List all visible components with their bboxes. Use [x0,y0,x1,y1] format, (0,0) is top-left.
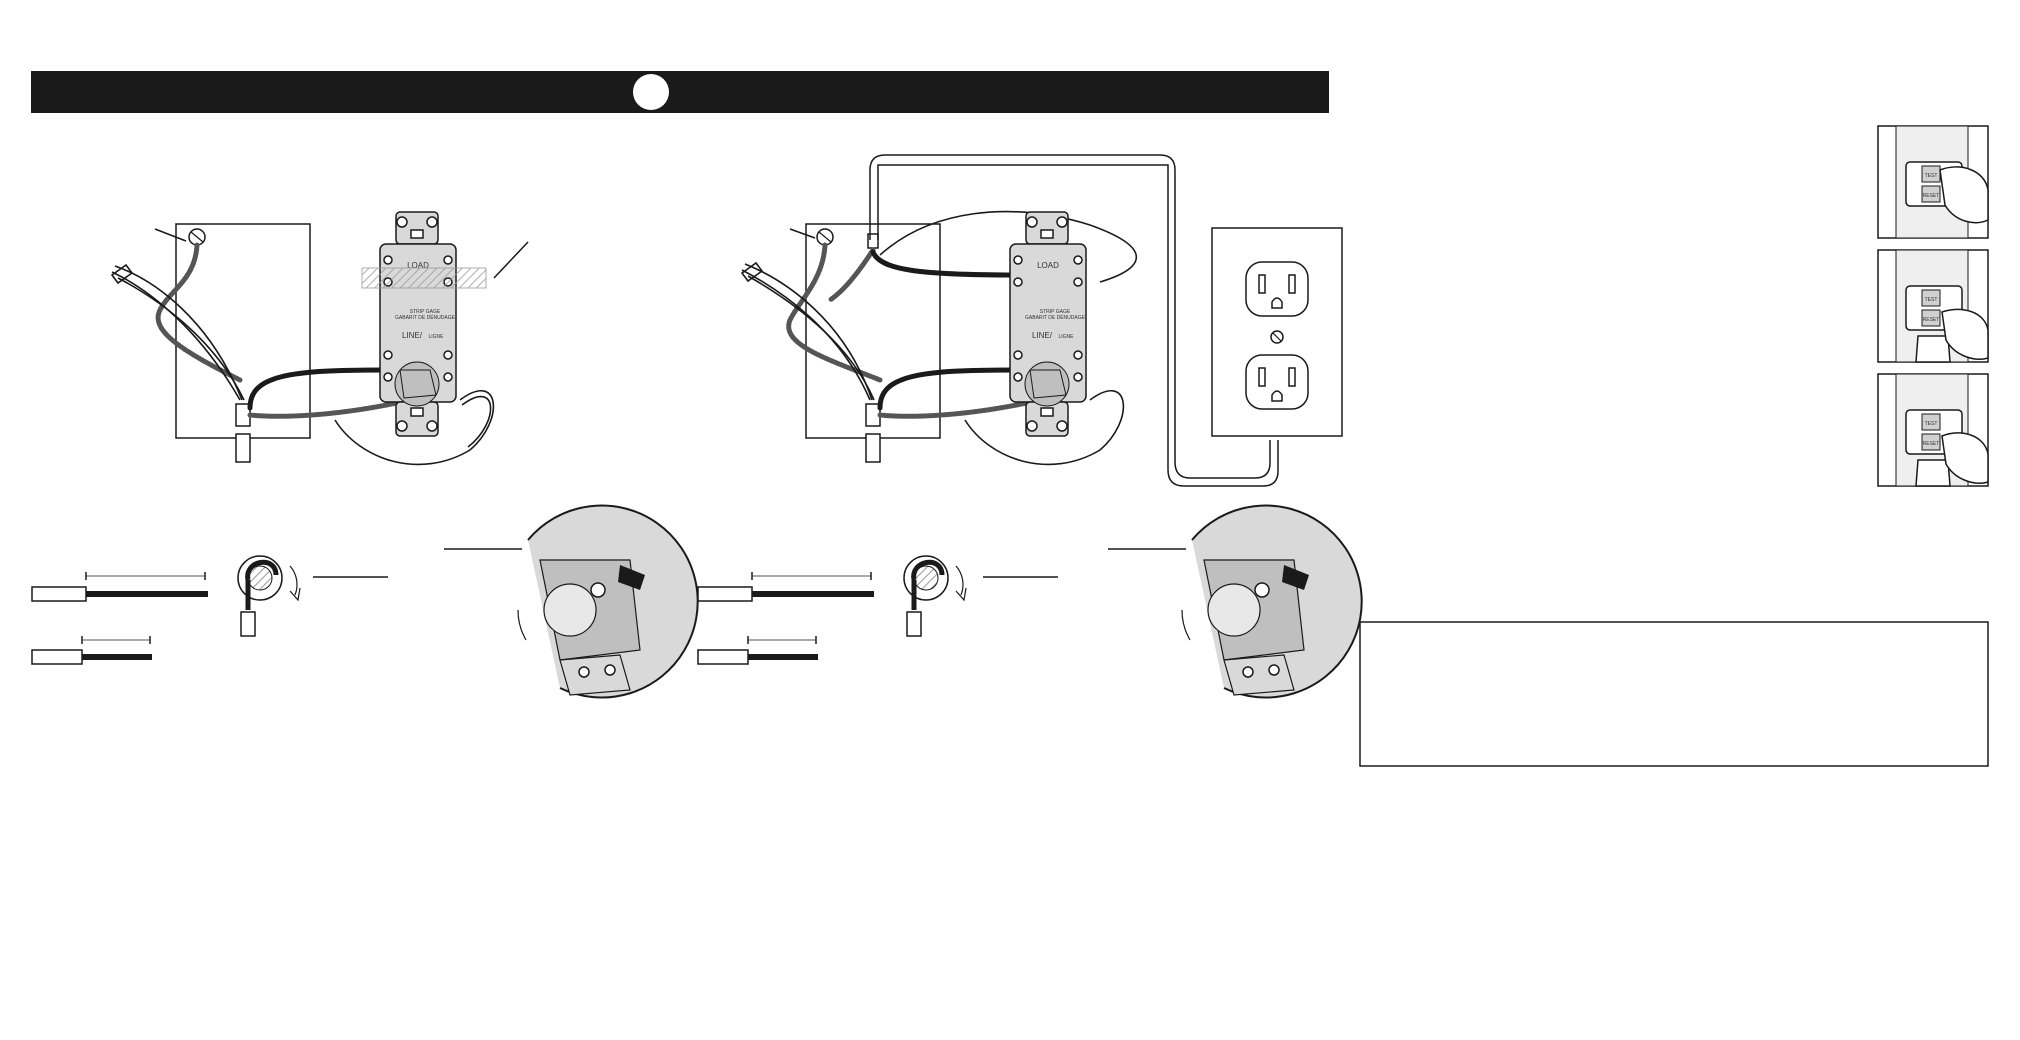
header-bar [31,71,1329,113]
wire-wrap-icon [903,555,1058,637]
gfci-device-left: LOAD STRIP GAGE GABARIT DE DÉNUDAGE LINE… [379,211,457,437]
reset-button-label: RESET [1923,193,1940,199]
step-badge [633,74,669,110]
load-label: LOAD [1037,261,1059,270]
test-frame-1: TEST RESET [1877,125,1989,239]
wire-wrap-icon [237,555,388,637]
terminal-closeup-icon [1108,504,1363,699]
left-wiring-figure: LOAD STRIP GAGE GABARIT DE DÉNUDAGE LINE… [110,211,529,466]
gfci-device-right: LOAD STRIP GAGE GABARIT DE DÉNUDAGE LINE… [1009,211,1087,437]
reset-button-label: RESET [1923,317,1940,323]
strip-detail-right [697,504,1363,699]
tape-callout-leader [493,241,529,279]
wire-cap [865,433,881,463]
test-reset-frames: TEST RESET TEST RESET TEST RESET [1877,125,1989,487]
line-sublabel: LIGNE [1058,334,1074,340]
wire-cap [235,433,251,463]
finger-icon [1941,308,1989,360]
downstream-receptacle [1211,227,1343,437]
plug-icon [1915,459,1951,487]
test-frame-3: TEST RESET [1877,373,1989,487]
line-sublabel: LIGNE [428,334,444,340]
terminal-closeup-icon [444,504,699,699]
right-wiring-figure: LOAD STRIP GAGE GABARIT DE DÉNUDAGE LINE… [740,154,1343,487]
line-label: LINE/ [402,331,423,340]
wall-box [175,223,311,439]
test-frame-2: TEST RESET [1877,249,1989,363]
line-label: LINE/ [1032,331,1053,340]
reset-button-label: RESET [1923,441,1940,447]
callout-leader [789,228,816,239]
wall-box [805,223,941,439]
test-button-label: TEST [1925,297,1938,303]
plug-icon [1915,335,1951,363]
finger-icon [1941,432,1989,484]
test-button-label: TEST [1925,173,1938,179]
note-box [1359,621,1989,767]
strip-gage-sublabel: GABARIT DE DÉNUDAGE [395,314,456,321]
test-button-label: TEST [1925,421,1938,427]
strip-detail-left [31,504,699,699]
finger-icon [1939,166,1989,224]
load-label: LOAD [407,261,429,270]
load-warning-tape [361,267,487,289]
strip-gage-label: STRIP GAGE [410,309,441,315]
strip-gage-label: STRIP GAGE [1040,309,1071,315]
callout-leader [154,228,187,242]
strip-gage-sublabel: GABARIT DE DÉNUDAGE [1025,314,1086,321]
